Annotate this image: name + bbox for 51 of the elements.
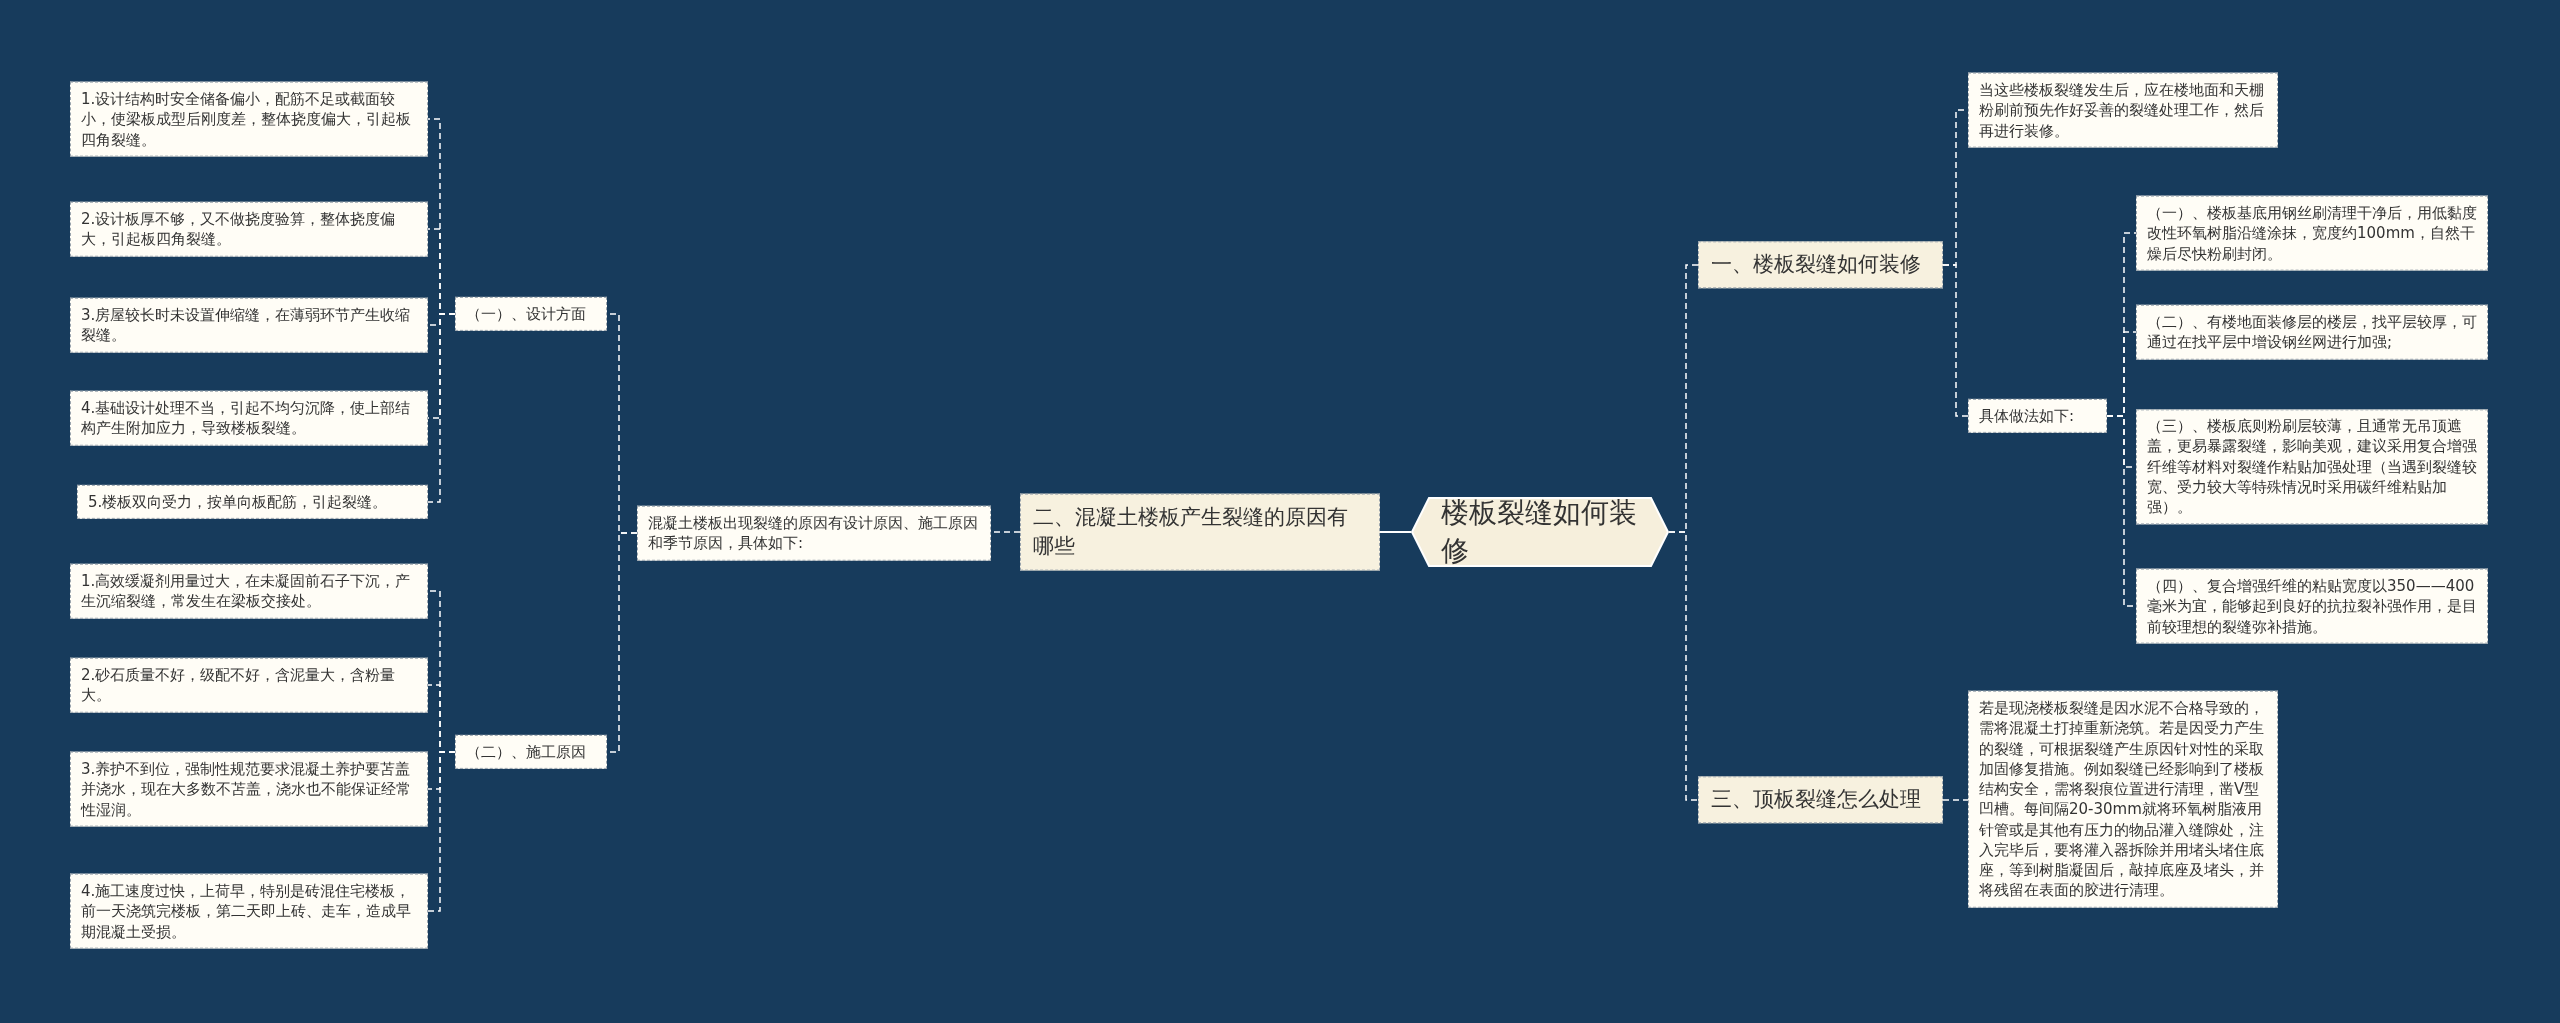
note-box <box>70 563 428 619</box>
note-box <box>77 484 428 520</box>
note-box <box>2136 568 2488 644</box>
topic-text: 若是现浇楼板裂缝是因水泥不合格导致的，需将混凝土打掉重新浇筑。若是因受力产生的裂缝，可根据裂缝产生原因针对性的采取加固修复措施。例如裂缝已经影响到了楼板结构安全，需将裂痕位置进行清理，凿V型凹槽。每间隔20-30mm就将环氧树脂液用针管或是其他有压力的物品灌入缝隙处，注入完毕后，要将灌入器拆除并用堵头堵住底座，等到树脂凝固后，敲掉底座及堵头，并将残留在表面的胶进行清理。 <box>1979 697 2265 901</box>
topic-text: （一）、设计方面 <box>466 303 586 325</box>
topic-box <box>1698 776 1943 824</box>
note-box <box>2136 409 2488 525</box>
note-box <box>70 201 428 257</box>
topic-text: 1.设计结构时安全储备偏小，配筋不足或截面较小，使梁板成型后刚度差，整体挠度偏大，引起板四角裂缝。 <box>81 88 412 150</box>
central-topic <box>1411 497 1669 567</box>
topic-text: 二、混凝土楼板产生裂缝的原因有哪些 <box>1033 503 1349 560</box>
topic-text: （四）、复合增强纤维的粘贴宽度以350——400毫米为宜，能够起到良好的抗拉裂补强作用，是目前较理想的裂缝弥补措施。 <box>2147 575 2477 637</box>
topic-text: （二）、有楼地面装修层的楼层，找平层较厚，可通过在找平层中增设钢丝网进行加强; <box>2147 311 2477 353</box>
topic-text: 楼板裂缝如何装修 <box>1441 495 1638 569</box>
topic-text: （一）、楼板基底用钢丝刷清理干净后，用低黏度改性环氧树脂沿缝涂抹，宽度约100mm，自然干燥后尽快粉刷封闭。 <box>2147 202 2477 264</box>
connector-line <box>427 751 456 912</box>
topic-text: 混凝土楼板出现裂缝的原因有设计原因、施工原因和季节原因，具体如下: <box>648 512 979 554</box>
note-box <box>455 734 607 770</box>
note-box <box>70 390 428 446</box>
note-box <box>70 657 428 713</box>
note-box <box>2136 304 2488 360</box>
note-box <box>1968 398 2107 434</box>
topic-text: 三、顶板裂缝怎么处理 <box>1711 786 1921 814</box>
topic-text: 2.设计板厚不够，又不做挠度验算，整体挠度偏大，引起板四角裂缝。 <box>81 208 397 250</box>
topic-text: 1.高效缓凝剂用量过大，在未凝固前石子下沉，产生沉缩裂缝，常发生在梁板交接处。 <box>81 570 412 612</box>
topic-text: 一、楼板裂缝如何装修 <box>1711 251 1921 279</box>
topic-text: （二）、施工原因 <box>466 741 586 763</box>
topic-text: 当这些楼板裂缝发生后，应在楼地面和天棚粉刷前预先作好妥善的裂缝处理工作，然后再进行装修。 <box>1979 79 2265 141</box>
note-box <box>455 296 607 332</box>
topic-text: 具体做法如下: <box>1979 405 2075 427</box>
note-box <box>70 873 428 949</box>
note-box <box>637 505 991 561</box>
connector-line <box>1668 531 1699 801</box>
connector-line <box>1379 531 1412 533</box>
note-box <box>2136 195 2488 271</box>
note-box <box>70 297 428 353</box>
topic-text: 3.养护不到位，强制性规范要求混凝土养护要苫盖并浇水，现在大多数不苫盖，浇水也不能保证经常性湿润。 <box>81 758 412 820</box>
topic-text: 3.房屋较长时未设置伸缩缝，在薄弱环节产生收缩裂缝。 <box>81 304 412 346</box>
topic-box <box>1020 493 1380 571</box>
topic-text: 5.楼板双向受力，按单向板配筋，引起裂缝。 <box>88 491 388 513</box>
topic-text: 2.砂石质量不好，级配不好，含泥量大，含粉量大。 <box>81 664 397 706</box>
note-box <box>1968 72 2278 148</box>
connector-line <box>1942 799 1969 801</box>
note-box <box>70 81 428 157</box>
connector-line <box>427 313 456 503</box>
topic-text: 4.施工速度过快，上荷早，特别是砖混住宅楼板，前一天浇筑完楼板，第二天即上砖、走车，造成早期混凝土受损。 <box>81 880 412 942</box>
topic-text: 4.基础设计处理不当，引起不均匀沉降，使上部结构产生附加应力，导致楼板裂缝。 <box>81 397 412 439</box>
note-box <box>70 751 428 827</box>
connector-line <box>1942 264 1969 417</box>
topic-text: （三）、楼板底则粉刷层较薄，且通常无吊顶遮盖，更易暴露裂缝，影响美观，建议采用复合增强纤维等材料对裂缝作粘贴加强处理（当遇到裂缝较宽、受力较大等特殊情况时采用碳纤维粘贴加强）。 <box>2147 416 2477 518</box>
topic-box <box>1698 241 1943 289</box>
